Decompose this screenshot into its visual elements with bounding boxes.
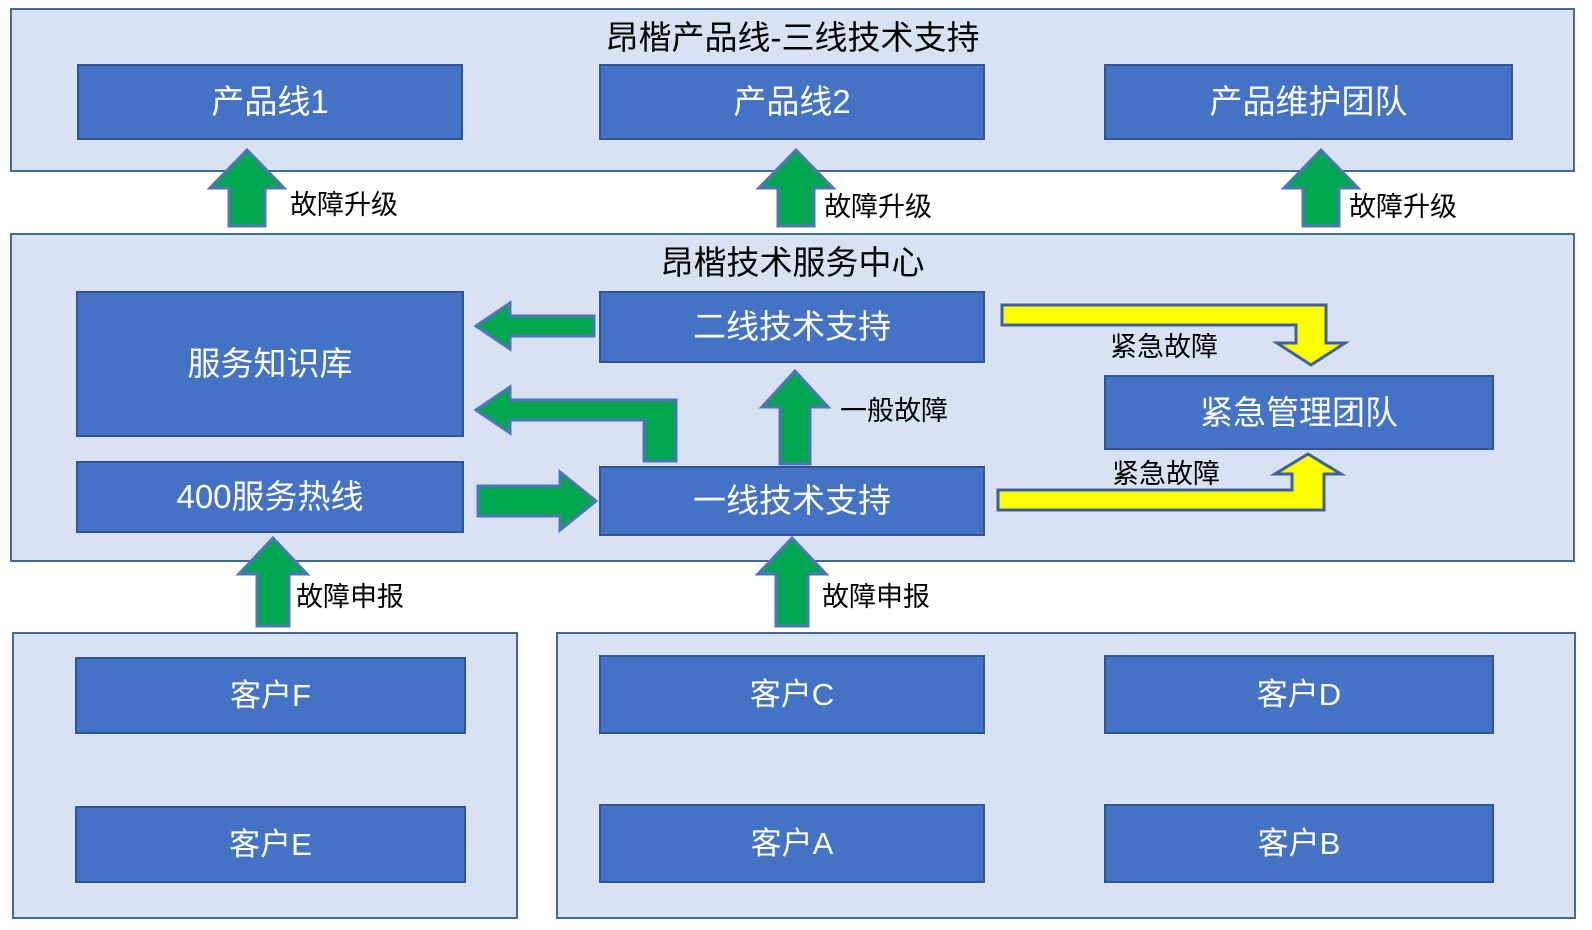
arrow-escalation-2 (755, 147, 837, 228)
box-400-service-hotline-label: 400服务热线 (176, 478, 364, 516)
box-customer-e[interactable]: 客户E (75, 806, 466, 883)
arrow-urgent-fault-up (996, 452, 1347, 514)
box-400-service-hotline[interactable]: 400服务热线 (76, 461, 464, 533)
label-urgent-fault-down: 紧急故障 (1110, 332, 1218, 362)
box-customer-a[interactable]: 客户A (599, 804, 985, 883)
label-general-fault: 一般故障 (840, 396, 948, 426)
box-customer-f-label: 客户F (230, 677, 311, 713)
box-product-maintenance-team[interactable]: 产品维护团队 (1104, 64, 1513, 140)
panel-service-center-title: 昂楷技术服务中心 (660, 244, 925, 281)
box-customer-c-label: 客户C (749, 676, 835, 712)
label-fault-report-2: 故障申报 (822, 582, 930, 612)
box-emergency-management-team-label: 紧急管理团队 (1200, 393, 1398, 431)
label-fault-report-1: 故障申报 (296, 582, 404, 612)
box-first-line-support-label: 一线技术支持 (693, 482, 891, 520)
box-customer-d-label: 客户D (1256, 676, 1342, 712)
panel-product-line-title: 昂楷产品线-三线技术支持 (605, 19, 980, 56)
arrow-escalation-3 (1280, 147, 1362, 228)
box-customer-c[interactable]: 客户C (599, 655, 985, 734)
box-customer-f[interactable]: 客户F (75, 657, 466, 734)
box-product-line-1-label: 产品线1 (211, 83, 329, 121)
box-customer-e-label: 客户E (229, 826, 312, 862)
box-customer-a-label: 客户A (750, 825, 834, 861)
arrow-fault-report-2 (754, 535, 830, 628)
box-product-line-2-label: 产品线2 (733, 83, 851, 121)
box-service-knowledge-base-label: 服务知识库 (187, 345, 353, 383)
box-product-line-1[interactable]: 产品线1 (77, 64, 463, 140)
label-urgent-fault-up: 紧急故障 (1112, 459, 1220, 489)
box-first-line-support[interactable]: 一线技术支持 (599, 466, 985, 536)
box-second-line-support[interactable]: 二线技术支持 (599, 291, 985, 363)
box-second-line-support-label: 二线技术支持 (693, 308, 891, 346)
box-customer-b-label: 客户B (1257, 825, 1341, 861)
arrow-second-line-to-kb (473, 300, 596, 352)
arrow-first-line-to-kb (473, 383, 698, 463)
arrow-escalation-1 (206, 147, 288, 228)
label-escalation-3: 故障升级 (1349, 192, 1457, 222)
box-emergency-management-team[interactable]: 紧急管理团队 (1104, 375, 1494, 450)
box-customer-d[interactable]: 客户D (1104, 655, 1494, 734)
arrow-urgent-fault-down (1000, 303, 1351, 367)
box-product-line-2[interactable]: 产品线2 (599, 64, 985, 140)
arrow-fault-report-1 (235, 535, 311, 628)
box-customer-b[interactable]: 客户B (1104, 804, 1494, 883)
label-escalation-1: 故障升级 (290, 190, 398, 220)
box-service-knowledge-base[interactable]: 服务知识库 (76, 291, 464, 437)
arrow-general-fault-up (758, 368, 832, 466)
label-escalation-2: 故障升级 (824, 192, 932, 222)
box-product-maintenance-team-label: 产品维护团队 (1209, 83, 1408, 121)
arrow-hotline-to-first-line (476, 468, 599, 534)
